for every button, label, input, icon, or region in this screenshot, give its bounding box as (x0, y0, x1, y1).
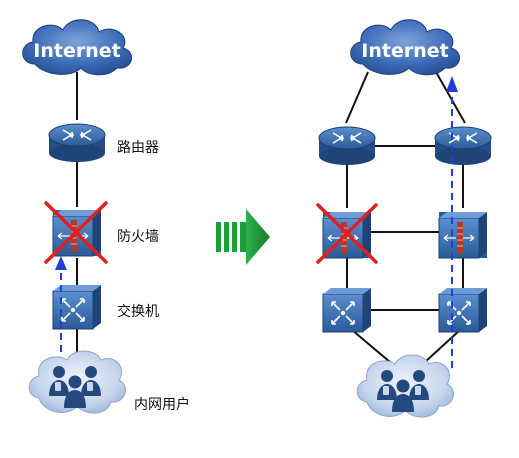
right-switch-a-icon (322, 287, 372, 333)
left-router-icon (48, 123, 106, 163)
right-topology: Internet (316, 19, 492, 418)
left-users-icon (28, 350, 126, 414)
right-links (345, 71, 466, 363)
right-traffic-path (446, 76, 458, 368)
right-switch-b-icon (438, 287, 488, 333)
right-users-icon (356, 354, 454, 418)
left-traffic-path (55, 256, 67, 352)
right-router-a-icon (318, 126, 376, 166)
internal-users-label: 内网用户 (134, 397, 190, 413)
right-internet-text: Internet (361, 40, 448, 62)
switch-label: 交换机 (117, 304, 159, 320)
firewall-label: 防火墙 (117, 229, 159, 245)
left-internet-text: Internet (33, 40, 120, 62)
left-firewall-failure-cross-icon (44, 201, 108, 264)
right-router-b-icon (434, 126, 492, 166)
left-topology: Internet (22, 19, 133, 414)
router-label: 路由器 (117, 140, 159, 156)
transition-arrow-icon (216, 209, 270, 265)
right-firewall-b-icon (438, 211, 488, 259)
right-firewall-failure-cross-icon (316, 203, 378, 264)
